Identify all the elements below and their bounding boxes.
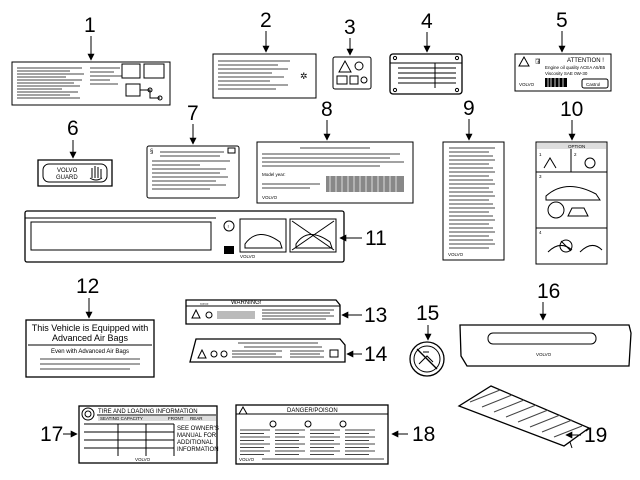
label-9: VOLVO: [442, 141, 505, 261]
svg-text:!: !: [228, 224, 229, 229]
label17-brand: VOLVO: [135, 457, 151, 462]
svg-text:2: 2: [574, 152, 577, 157]
label17-right-0: SEE OWNER'S: [177, 426, 219, 432]
callout-12: 12: [76, 275, 99, 298]
label8-brand: VOLVO: [262, 195, 278, 200]
label6-line2: GUARD: [56, 175, 78, 181]
callout-4: 4: [421, 10, 433, 33]
callout-numbers: 1 2 3 4 5 6 7 8 9 10 11 12 13 14 15 16 1…: [40, 9, 607, 447]
label12-line2: Advanced Air Bags: [52, 333, 129, 343]
label-19: [457, 385, 591, 449]
label-7: §: [146, 145, 240, 199]
label-18: DANGER/POISON VOLVO: [235, 404, 389, 465]
label-16: VOLVO: [459, 324, 632, 367]
barcode-strip: [326, 176, 404, 192]
oil-can-icon: 🛢: [534, 58, 542, 65]
label17-col-rear: REAR: [190, 416, 203, 421]
label17-right-2: ADDITIONAL: [177, 440, 214, 446]
label8-field: Model year:: [262, 172, 286, 177]
barcode: [545, 78, 567, 87]
label-3: [332, 56, 372, 90]
svg-text:▭▭: ▭▭: [200, 301, 209, 306]
prohibition-icon: [418, 351, 434, 365]
label17-right-1: MANUAL FOR: [177, 433, 217, 439]
label5-oil-brand: Castrol: [586, 82, 600, 87]
label13-title: WARNING!: [231, 300, 262, 306]
callout-17: 17: [40, 423, 63, 446]
label17-col-seating: SEATING CAPACITY: [100, 416, 143, 421]
label9-brand: VOLVO: [448, 252, 464, 257]
car-icon: [545, 186, 601, 201]
callout-9: 9: [463, 97, 475, 120]
callout-5: 5: [556, 9, 568, 32]
hand-icon: [89, 166, 103, 181]
callout-13: 13: [364, 304, 387, 327]
label16-brand: VOLVO: [536, 352, 552, 357]
label-1: [11, 61, 171, 106]
gear-icon: ✲: [300, 71, 308, 81]
callout-7: 7: [187, 102, 199, 125]
callout-3: 3: [344, 16, 356, 39]
label-13: ▭▭ WARNING!: [185, 299, 341, 325]
label12-line1: This Vehicle is Equipped with: [32, 323, 149, 333]
callout-2: 2: [260, 9, 272, 32]
label12-line3: Even with Advanced Air Bags: [51, 349, 129, 355]
label5-line2: Viscosity SAE 0W-30: [545, 71, 588, 76]
callout-19: 19: [584, 424, 607, 447]
label5-title: ATTENTION !: [567, 58, 604, 64]
label18-brand: VOLVO: [239, 457, 255, 462]
label17-title: TIRE AND LOADING INFORMATION: [98, 409, 198, 415]
callout-6: 6: [67, 117, 79, 140]
label-15: [409, 341, 445, 377]
label-14: [189, 338, 346, 363]
callout-1: 1: [84, 14, 96, 37]
label10-header: OPTION: [568, 144, 585, 149]
label-10: OPTION 1 2 3 4: [535, 141, 608, 265]
label-6: VOLVO GUARD: [37, 159, 113, 187]
callout-18: 18: [412, 423, 435, 446]
label-4: [389, 53, 463, 95]
label5-line1: Engine oil quality ACEA A5/B5: [545, 65, 606, 70]
callout-10: 10: [560, 98, 583, 121]
callout-11: 11: [365, 227, 387, 250]
svg-text:3: 3: [539, 174, 542, 179]
callout-14: 14: [364, 343, 388, 366]
label-12: This Vehicle is Equipped with Advanced A…: [25, 319, 155, 378]
label5-brand: VOLVO: [519, 82, 535, 87]
callout-arrows: [63, 31, 581, 439]
label17-col-front: FRONT: [168, 416, 184, 421]
callout-8: 8: [321, 98, 333, 121]
label-5: 🛢 ATTENTION ! Engine oil quality ACEA A5…: [514, 53, 612, 92]
callout-16: 16: [537, 280, 560, 303]
label18-title: DANGER/POISON: [287, 408, 338, 414]
svg-text:4: 4: [539, 230, 542, 235]
callout-15: 15: [416, 302, 439, 325]
label-11: ! VOLVO: [24, 210, 345, 263]
svg-text:1: 1: [539, 152, 542, 157]
svg-text:§: §: [150, 149, 153, 155]
label6-line1: VOLVO: [57, 168, 78, 174]
label11-brand: VOLVO: [240, 254, 256, 259]
label17-right-3: INFORMATION: [177, 447, 219, 453]
label-2: ✲: [212, 53, 317, 99]
label-17: TIRE AND LOADING INFORMATION SEATING CAP…: [78, 405, 219, 464]
label-8: Model year: VOLVO: [256, 141, 414, 204]
